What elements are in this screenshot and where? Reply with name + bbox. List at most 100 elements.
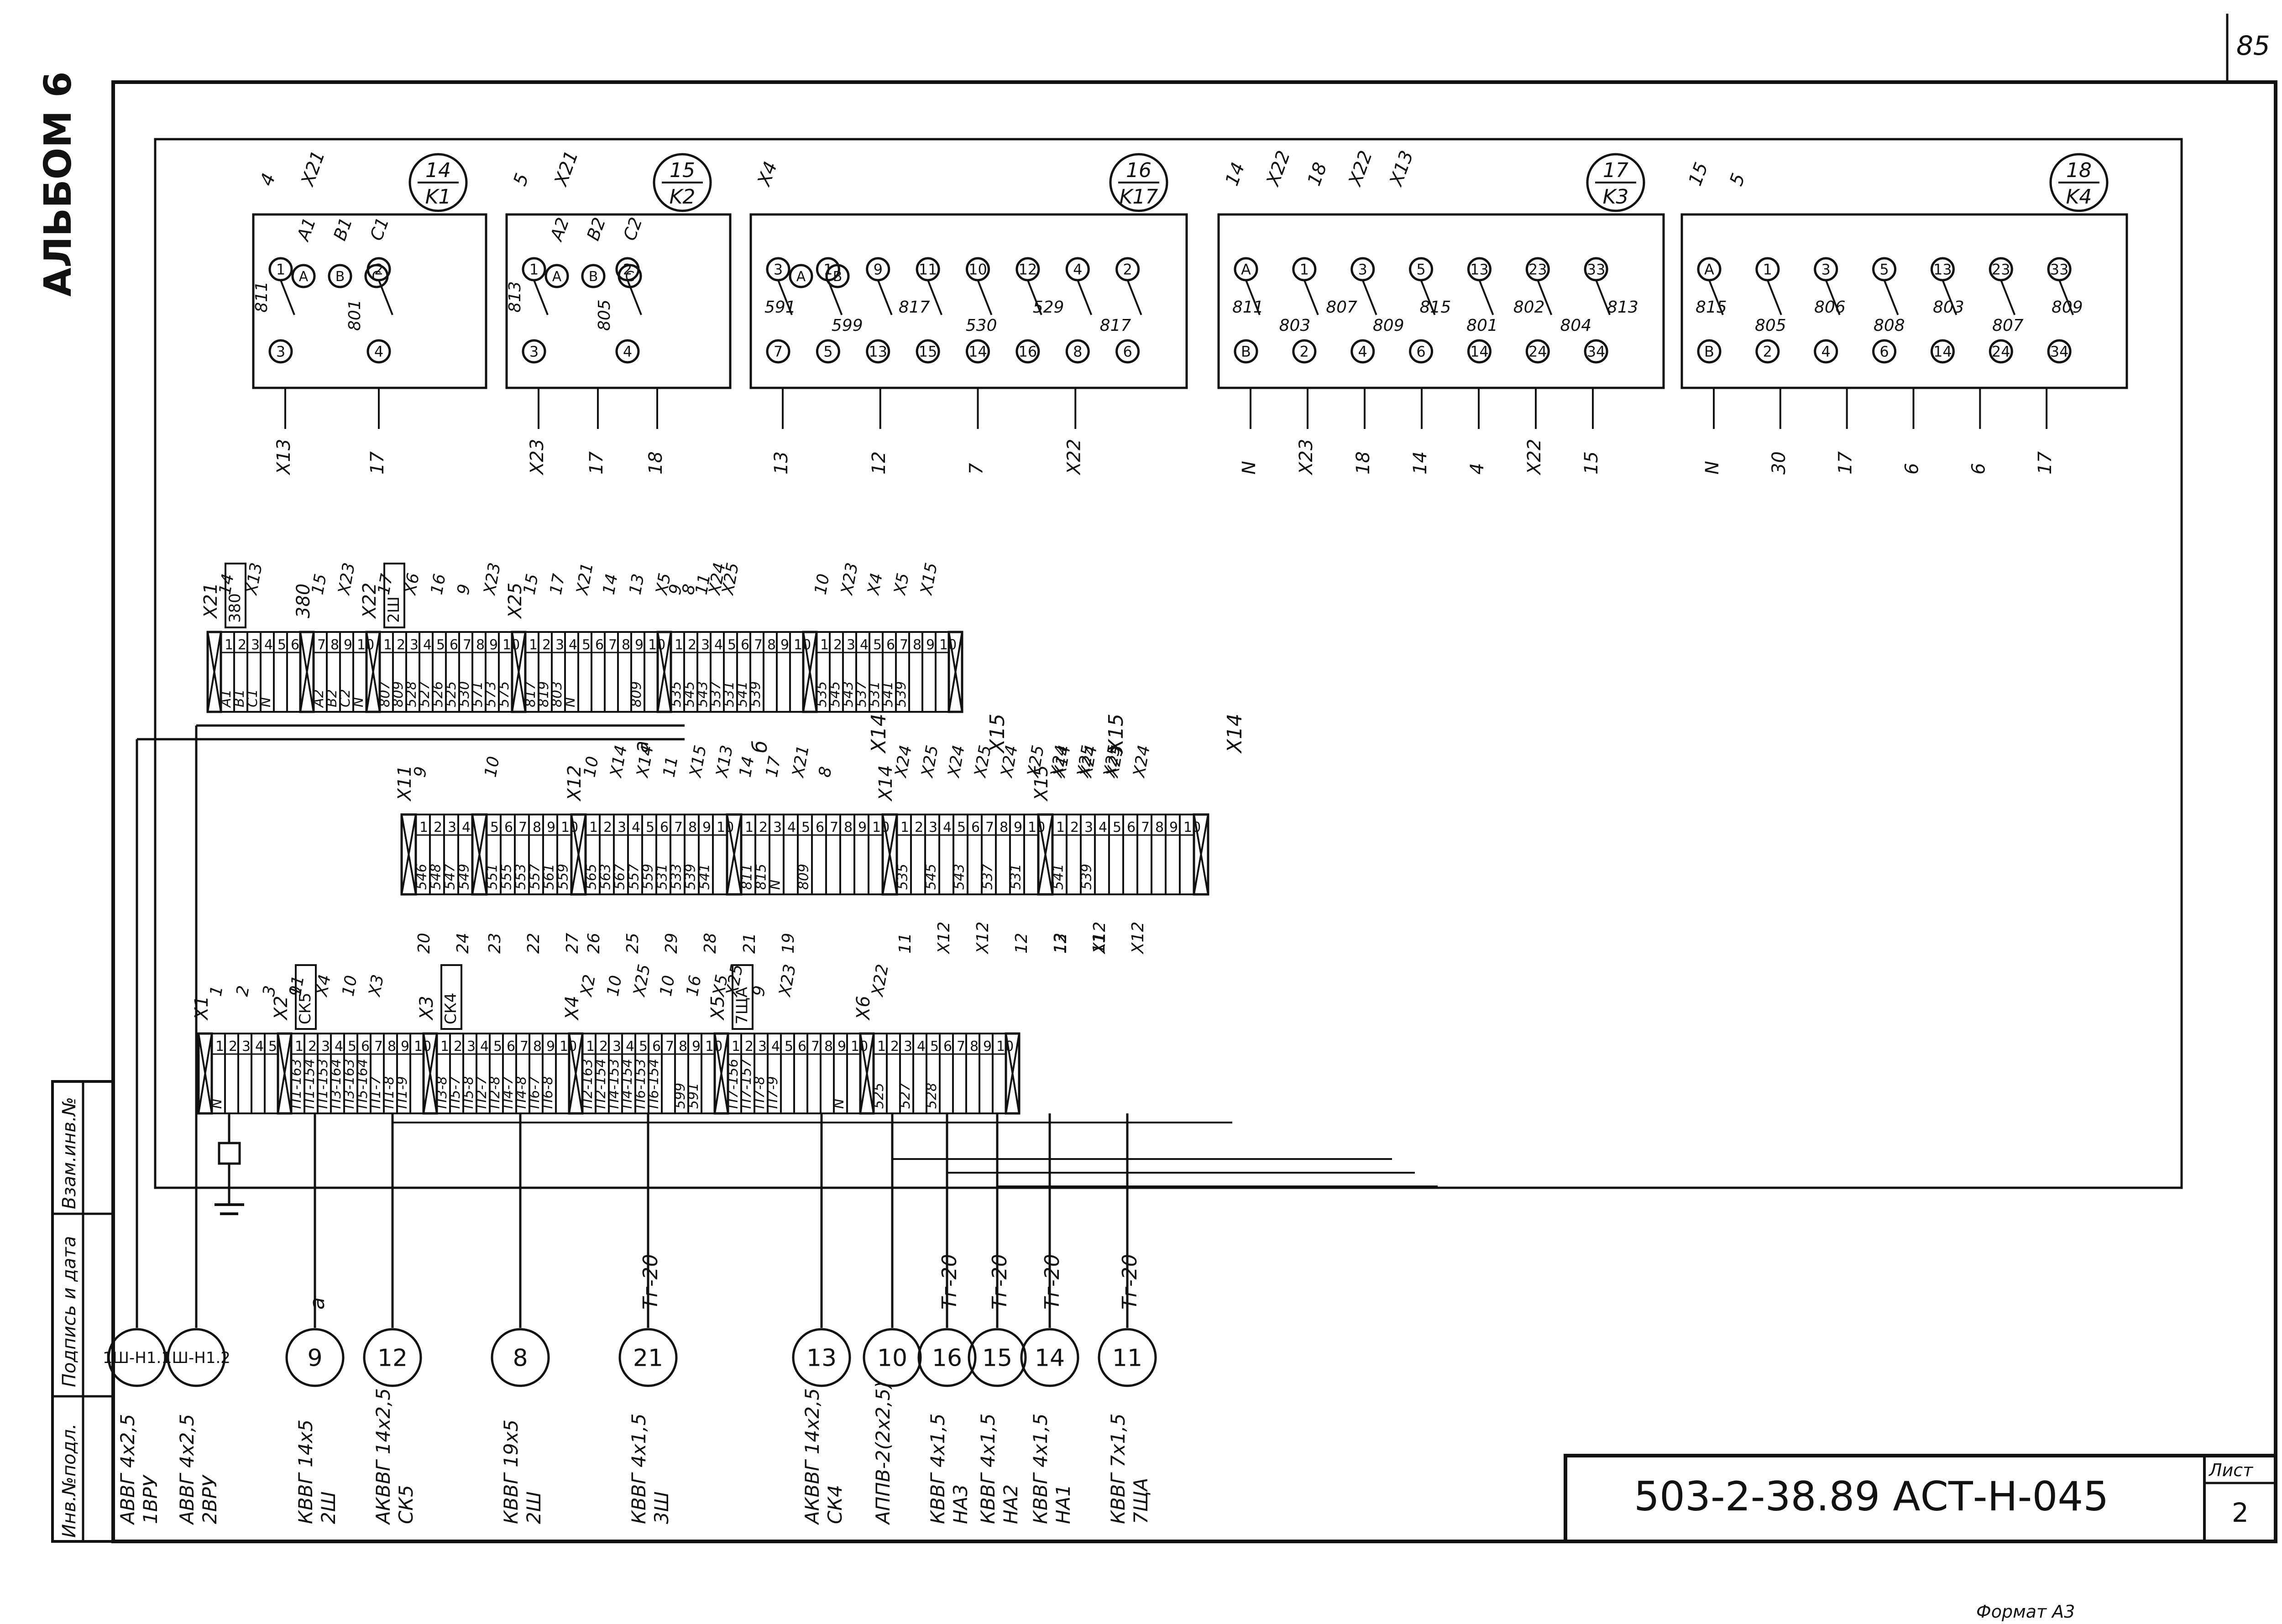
contact-B-circle (1234, 339, 1258, 364)
terminal-number: 3 (1084, 820, 1093, 835)
terminal-number: 1 (877, 1039, 886, 1055)
terminal-wire: П5-7 (447, 1076, 463, 1109)
terminal-number: 2 (229, 1039, 237, 1055)
switch-arm (1537, 280, 1553, 315)
terminal-number: 8 (970, 1039, 979, 1055)
exit-label: X23 (1296, 439, 1317, 475)
terminal-B-circle (825, 264, 850, 288)
terminal-number: 5 (1113, 820, 1121, 835)
cable-badge-circle (917, 1328, 977, 1387)
terminal-wire: 545 (923, 864, 939, 890)
terminal-wire: П3-8 (434, 1076, 450, 1109)
terminal-number: 1 (383, 637, 392, 653)
contact-B-circle (1697, 339, 1722, 364)
end-cross (207, 632, 222, 712)
bottom-label: 19 (779, 933, 798, 954)
terminal-number: 7 (518, 820, 527, 835)
terminal-wire: 543 (695, 681, 711, 707)
bottom-label: 28 (701, 933, 720, 954)
switch-arm (927, 280, 942, 315)
contact-34-label: 34 (1587, 343, 1606, 360)
terminal-wire: 809 (390, 681, 406, 707)
bottom-label: 22 (524, 933, 543, 954)
terminal-wire: 530 (456, 681, 472, 707)
terminal-wire: 809 (628, 681, 644, 707)
terminal-number: 4 (860, 637, 869, 653)
bottom-label: 23 (486, 933, 504, 954)
terminal-number: 1 (589, 820, 598, 835)
exit-label: X22 (1524, 439, 1545, 475)
bottom-label: 26 (585, 933, 603, 954)
wire-number: 802 (1513, 298, 1545, 317)
terminal-wire: 539 (748, 681, 764, 707)
terminal-number: 3 (847, 637, 855, 653)
terminal-number: 2 (1070, 820, 1079, 835)
terminal-wire: П4-153 (606, 1059, 622, 1109)
contact-6-circle (1409, 339, 1434, 364)
terminal-A-label: A (796, 269, 806, 285)
terminal-wire: 573 (483, 681, 499, 707)
top-label: X4 (312, 973, 335, 999)
strip1-bottom-label: а (630, 741, 653, 753)
top-label: X24 (944, 744, 968, 780)
terminal-wire: 807 (377, 681, 393, 707)
terminal-number: 2 (688, 637, 696, 653)
contact-14-label: 14 (1470, 343, 1489, 360)
terminal-number: 5 (801, 820, 810, 835)
terminal-B-label: B (589, 269, 598, 285)
terminal-number: 2 (890, 1039, 899, 1055)
module-id: 15 (670, 159, 695, 182)
bus-label: X21 (550, 148, 582, 189)
contact-8-label: 8 (1073, 343, 1082, 360)
cable-dest: НА3 (949, 1484, 972, 1524)
cable-dest: СК4 (824, 1485, 846, 1524)
terminal-number: 6 (652, 1039, 661, 1055)
end-cross (726, 814, 742, 895)
cable-spec: КВВГ 4х1,5 (926, 1413, 949, 1524)
terminal-wire: 559 (555, 864, 571, 890)
bottom-label: X12 (1090, 922, 1109, 955)
phase-label: A2 (546, 215, 573, 245)
group-header: X21 (200, 583, 221, 619)
group-header: 380 (293, 584, 314, 618)
top-label: 14 (599, 572, 621, 596)
terminal-wire: 815 (753, 864, 769, 890)
module-name: K17 (1120, 185, 1158, 209)
terminal-number: 9 (1014, 820, 1022, 835)
terminal-number: 8 (913, 637, 921, 653)
terminal-wire: C2 (337, 689, 353, 707)
wire-number: 817 (899, 298, 930, 317)
terminal-number: 6 (450, 637, 458, 653)
contact-3-label: 3 (1358, 261, 1367, 278)
group-header: X14 (875, 765, 896, 802)
terminal-number: 3 (904, 1039, 912, 1055)
terminal-number: 5 (582, 637, 591, 653)
terminal-wire: П6-154 (646, 1059, 662, 1109)
terminal-B-circle (581, 264, 606, 288)
terminal-wire: П1-154 (302, 1059, 318, 1109)
module-badge (2049, 153, 2109, 212)
contact-14-circle (966, 339, 990, 364)
contact-4-circle (1814, 339, 1838, 364)
terminal-wire: П1-7 (368, 1076, 384, 1109)
bottom-label: X12 (935, 922, 953, 955)
terminal-B-circle (328, 264, 352, 288)
contact-23-label: 23 (1528, 261, 1547, 278)
top-label: X14 (607, 744, 631, 780)
cable-spec: АКВВГ 14х2,5 (801, 1388, 823, 1525)
terminal-wire: 548 (428, 864, 444, 890)
module-badge (1586, 153, 1645, 212)
terminal-number: 7 (317, 637, 326, 653)
bus-label: 14 (1221, 160, 1249, 189)
terminal-wire: 543 (840, 681, 856, 707)
contact-B-label: B (1704, 343, 1714, 360)
terminal-number: 1 (732, 1039, 740, 1055)
module-name: K4 (2066, 185, 2092, 209)
terminal-wire: A2 (311, 689, 327, 708)
terminal-number: 3 (701, 637, 710, 653)
terminal-wire: 539 (1078, 864, 1094, 890)
contact-7-label: 7 (774, 343, 783, 360)
terminal-wire: П7-9 (765, 1076, 781, 1109)
